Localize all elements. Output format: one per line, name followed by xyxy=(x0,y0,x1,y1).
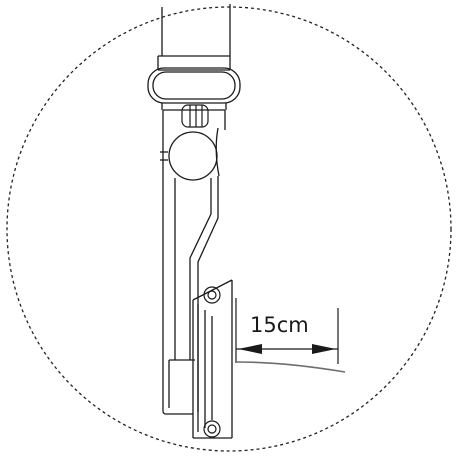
screw-top xyxy=(203,286,221,304)
bracket-screws xyxy=(203,286,221,438)
clamp-ring xyxy=(147,67,241,110)
pivot-knob xyxy=(160,127,220,181)
pole xyxy=(157,4,231,71)
screw-bottom xyxy=(203,420,221,438)
dimension-label: 15cm xyxy=(250,313,309,337)
latch-bolt xyxy=(181,104,209,128)
dashed-circle-border xyxy=(6,6,452,452)
dimension-arrow-right xyxy=(312,344,336,354)
dimension-arrow-left xyxy=(238,344,262,354)
cable xyxy=(236,361,346,373)
wall-bracket xyxy=(192,279,233,439)
